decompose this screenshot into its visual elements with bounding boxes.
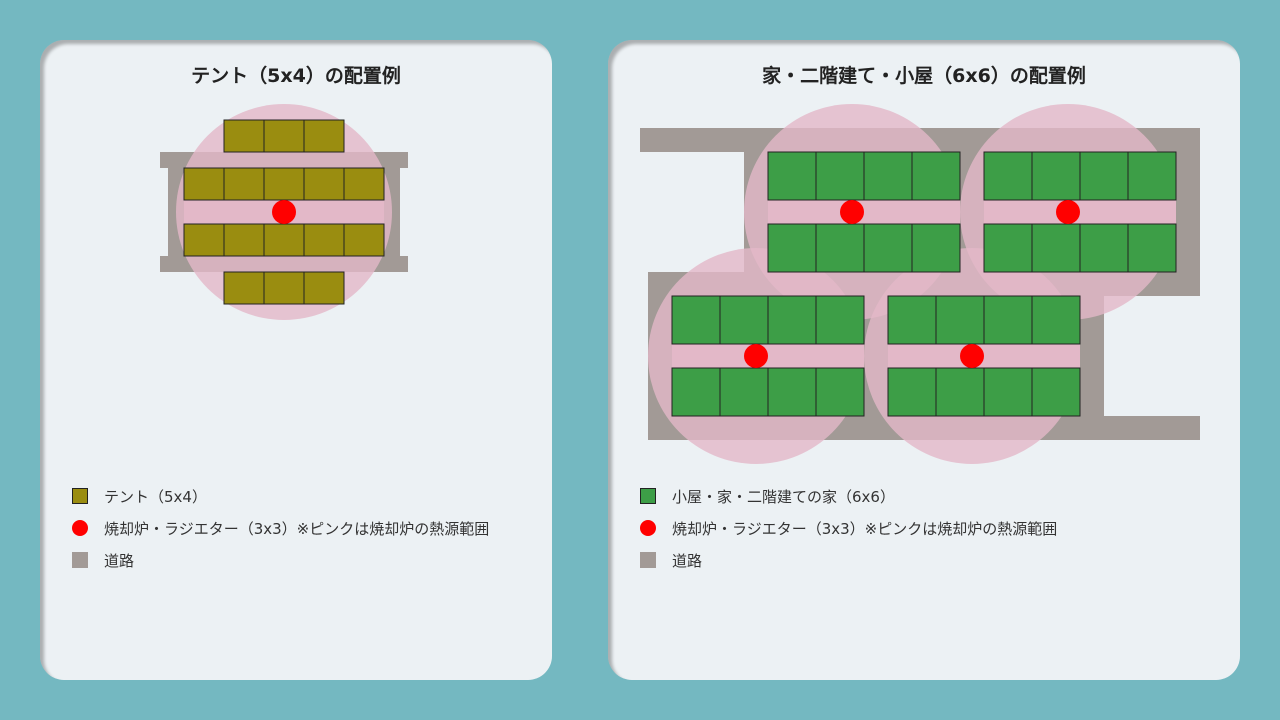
house-cell [815, 223, 865, 273]
legend-item-stove: 焼却炉・ラジエター（3x3）※ピンクは焼却炉の熱源範囲 [72, 518, 489, 538]
tent-cell [343, 223, 385, 257]
tent-cell [263, 119, 305, 153]
house-cell [935, 295, 985, 345]
house-cell [1031, 223, 1081, 273]
stove-dot-icon [640, 520, 656, 536]
house-cell [815, 295, 865, 345]
tent-cell [303, 119, 345, 153]
house-cell [983, 151, 1033, 201]
tent-cell [223, 271, 265, 305]
house-cell [1031, 295, 1081, 345]
tent-layout-diagram [160, 104, 408, 320]
house-cell [719, 295, 769, 345]
house-group [671, 151, 1177, 417]
stove-marker [960, 344, 984, 368]
legend-item-road: 道路 [640, 550, 702, 570]
road-swatch-icon [72, 552, 88, 568]
tent-cell [183, 167, 225, 201]
legend-label: 焼却炉・ラジエター（3x3）※ピンクは焼却炉の熱源範囲 [672, 519, 1058, 538]
house-cell [767, 367, 817, 417]
tent-cell [303, 271, 345, 305]
tent-cell [223, 223, 265, 257]
legend-item-road: 道路 [72, 550, 134, 570]
house-layout-panel: 家・二階建て・小屋（6x6）の配置例 小屋・家・二階建ての家（6x6） [608, 40, 1240, 680]
house-cell [767, 223, 817, 273]
legend-item-tent: テント（5x4） [72, 486, 207, 506]
tent-cell [223, 167, 265, 201]
panel-title: テント（5x4）の配置例 [191, 65, 401, 87]
house-cell [1079, 151, 1129, 201]
house-cell [671, 295, 721, 345]
stove-marker [1056, 200, 1080, 224]
house-cell [815, 151, 865, 201]
road-segment [1176, 128, 1200, 296]
house-cell [671, 367, 721, 417]
stove-marker [272, 200, 296, 224]
tent-cell [183, 223, 225, 257]
tent-cell [303, 223, 345, 257]
house-cell [935, 367, 985, 417]
house-cell [1127, 151, 1177, 201]
house-cell [911, 151, 961, 201]
legend-item-stove: 焼却炉・ラジエター（3x3）※ピンクは焼却炉の熱源範囲 [640, 518, 1057, 538]
house-cell [863, 151, 913, 201]
tent-cell [263, 223, 305, 257]
stove-marker [840, 200, 864, 224]
tent-cell [263, 271, 305, 305]
tent-cell [303, 167, 345, 201]
house-cell [983, 367, 1033, 417]
tent-cell [343, 167, 385, 201]
legend-label: 道路 [672, 551, 703, 570]
legend-label: 道路 [104, 551, 135, 570]
house-cell [767, 151, 817, 201]
legend-label: 焼却炉・ラジエター（3x3）※ピンクは焼却炉の熱源範囲 [104, 519, 490, 538]
tent-cell [263, 167, 305, 201]
tent-layout-panel: テント（5x4）の配置例 テント（5x4） 焼却炉・ラジエター（3x3）※ピンク… [40, 40, 552, 680]
house-cell [1031, 151, 1081, 201]
road-swatch-icon [640, 552, 656, 568]
house-cell [719, 367, 769, 417]
tent-group [183, 119, 385, 305]
stove-dot-icon [72, 520, 88, 536]
house-cell [1079, 223, 1129, 273]
house-cell [911, 223, 961, 273]
house-cell [983, 223, 1033, 273]
house-cell [887, 295, 937, 345]
house-cell [983, 295, 1033, 345]
legend-label: テント（5x4） [104, 487, 207, 506]
house-cell [887, 367, 937, 417]
house-cell [815, 367, 865, 417]
tent-swatch-icon [72, 488, 88, 504]
house-cell [767, 295, 817, 345]
house-layout-diagram [640, 104, 1200, 464]
panel-title: 家・二階建て・小屋（6x6）の配置例 [762, 65, 1086, 87]
house-swatch-icon [640, 488, 656, 504]
tent-cell [223, 119, 265, 153]
stove-marker [744, 344, 768, 368]
house-cell [1127, 223, 1177, 273]
legend-item-house: 小屋・家・二階建ての家（6x6） [640, 486, 895, 506]
legend-label: 小屋・家・二階建ての家（6x6） [672, 487, 895, 506]
house-cell [1031, 367, 1081, 417]
house-cell [863, 223, 913, 273]
